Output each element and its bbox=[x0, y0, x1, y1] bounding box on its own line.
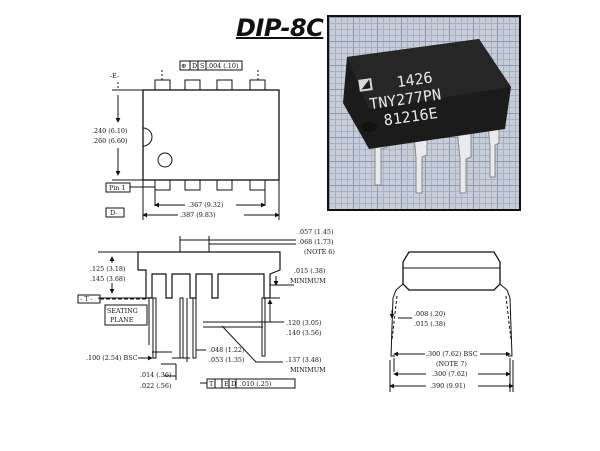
plane-label: PLANE bbox=[110, 316, 134, 324]
length-dim-line2: .387 (9.83) bbox=[180, 211, 215, 219]
datum-t: - T - bbox=[80, 295, 93, 303]
thickness-line1: .008 (.20) bbox=[414, 310, 445, 318]
tol2-d: D bbox=[231, 380, 236, 388]
row-spacing-note: (NOTE 7) bbox=[436, 360, 467, 368]
lead-dim-line1: .120 (3.05) bbox=[286, 319, 321, 327]
lead-width-line1: .014 (.36) bbox=[140, 371, 171, 379]
side-view bbox=[77, 236, 296, 389]
min-dim-line2: MINIMUM bbox=[290, 366, 326, 374]
datum-d: D- bbox=[110, 209, 117, 217]
tol2-e: E bbox=[224, 380, 229, 388]
top-view-labels: ⊕ D S .004 (.10) -E- .240 (6.10) .260 (6… bbox=[92, 62, 238, 219]
bsc-dim: .100 (2.54) BSC bbox=[86, 354, 138, 362]
side-view-labels: .057 (1.45) .068 (1.73) (NOTE 6) .125 (3… bbox=[80, 228, 335, 390]
end-view bbox=[389, 251, 514, 392]
tol-datum-d: D bbox=[192, 62, 197, 70]
tol-value: .004 (.10) bbox=[207, 62, 238, 70]
spread-dim-line1: .300 (7.62) bbox=[432, 370, 467, 378]
end-view-labels: .008 (.20) .015 (.38) .300 (7.62) BSC (N… bbox=[414, 310, 478, 390]
shoulder-dim-line2: .053 (1.35) bbox=[209, 356, 244, 364]
top-dim-note: (NOTE 6) bbox=[304, 248, 335, 256]
tolerance-frame bbox=[179, 60, 243, 71]
spread-dim-line2: .390 (9.91) bbox=[430, 382, 465, 390]
width-dim-line1: .240 (6.10) bbox=[92, 127, 127, 135]
standoff-min: MINIMUM bbox=[290, 277, 326, 285]
height-dim-line1: .125 (3.18) bbox=[90, 265, 125, 273]
top-dim-line1: .057 (1.45) bbox=[298, 228, 333, 236]
lead-width-line2: .022 (.56) bbox=[140, 382, 171, 390]
chip-notch bbox=[361, 122, 377, 132]
tol-s: S bbox=[200, 62, 204, 70]
height-dim-line2: .145 (3.68) bbox=[90, 275, 125, 283]
datum-e: -E- bbox=[110, 72, 119, 80]
chip-photo-illustration: 1426 TNY277PN 81216E bbox=[343, 39, 511, 194]
seating-label: SEATING bbox=[107, 307, 138, 315]
width-dim-line2: .260 (6.60) bbox=[92, 137, 127, 145]
chip-marking-line-1: 1426 bbox=[395, 68, 433, 91]
tol2-t: T bbox=[209, 380, 214, 388]
length-dim-line1: .367 (9.32) bbox=[188, 201, 223, 209]
tol-symbol: ⊕ bbox=[181, 62, 186, 70]
chip-photo: 1426 TNY277PN 81216E bbox=[327, 15, 521, 211]
pin1-label: Pin 1 bbox=[109, 184, 126, 192]
tol2-value: .010 (.25) bbox=[240, 380, 271, 388]
thickness-line2: .015 (.38) bbox=[414, 320, 445, 328]
top-dim-line2: .068 (1.73) bbox=[298, 238, 333, 246]
package-title: DIP-8C bbox=[236, 14, 324, 42]
standoff-dim: .015 (.38) bbox=[294, 267, 325, 275]
shoulder-dim-line1: .048 (1.22) bbox=[209, 346, 244, 354]
row-spacing-dim: .300 (7.62) BSC bbox=[426, 350, 478, 358]
top-view bbox=[105, 60, 280, 220]
lead-dim-line2: .140 (3.56) bbox=[286, 329, 321, 337]
min-dim-line1: .137 (3.48) bbox=[286, 356, 321, 364]
